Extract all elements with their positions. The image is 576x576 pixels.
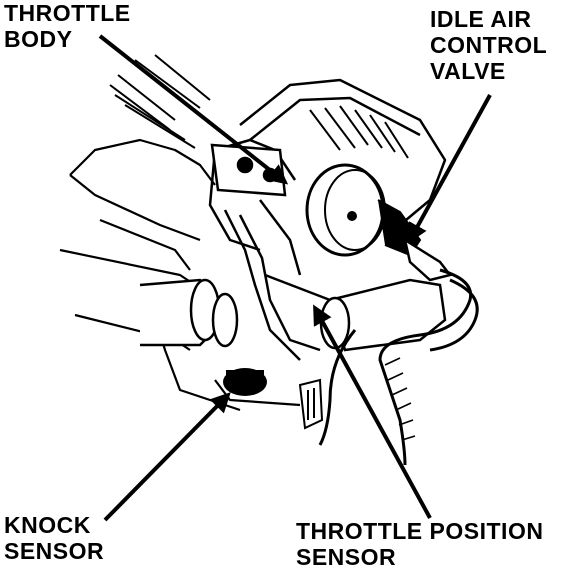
label-throttle-body-line1: THROTTLE (4, 0, 131, 26)
label-tps-line2: SENSOR (296, 544, 397, 570)
label-iac-line3: VALVE (430, 58, 506, 84)
label-tps-line1: THROTTLE POSITION (296, 518, 544, 544)
arrow-knock-sensor (103, 392, 231, 522)
iac-valve-body (305, 163, 453, 282)
label-knock-line1: KNOCK (4, 512, 91, 538)
connector-plug (298, 378, 324, 430)
label-idle-air-control-valve: IDLE AIR CONTROL VALVE (430, 6, 547, 84)
label-iac-line2: CONTROL (430, 32, 548, 58)
arrow-tps (313, 304, 432, 519)
label-knock-line2: SENSOR (4, 538, 105, 564)
intake-hatching (109, 54, 211, 149)
arrow-iac-valve (408, 94, 492, 244)
label-throttle-position-sensor: THROTTLE POSITION SENSOR (296, 518, 543, 570)
label-throttle-body-line2: BODY (4, 26, 73, 52)
housing-ribs (309, 105, 409, 159)
label-iac-line1: IDLE AIR (430, 6, 532, 32)
harness-hatching (384, 357, 416, 441)
arrow-throttle-body (98, 34, 289, 185)
leader-arrows (98, 34, 492, 522)
air-intake-tube (139, 278, 239, 348)
tps-cylinder (319, 278, 447, 352)
label-throttle-body: THROTTLE BODY (4, 0, 131, 52)
label-knock-sensor: KNOCK SENSOR (4, 512, 104, 564)
knock-sensor-body (223, 368, 267, 396)
